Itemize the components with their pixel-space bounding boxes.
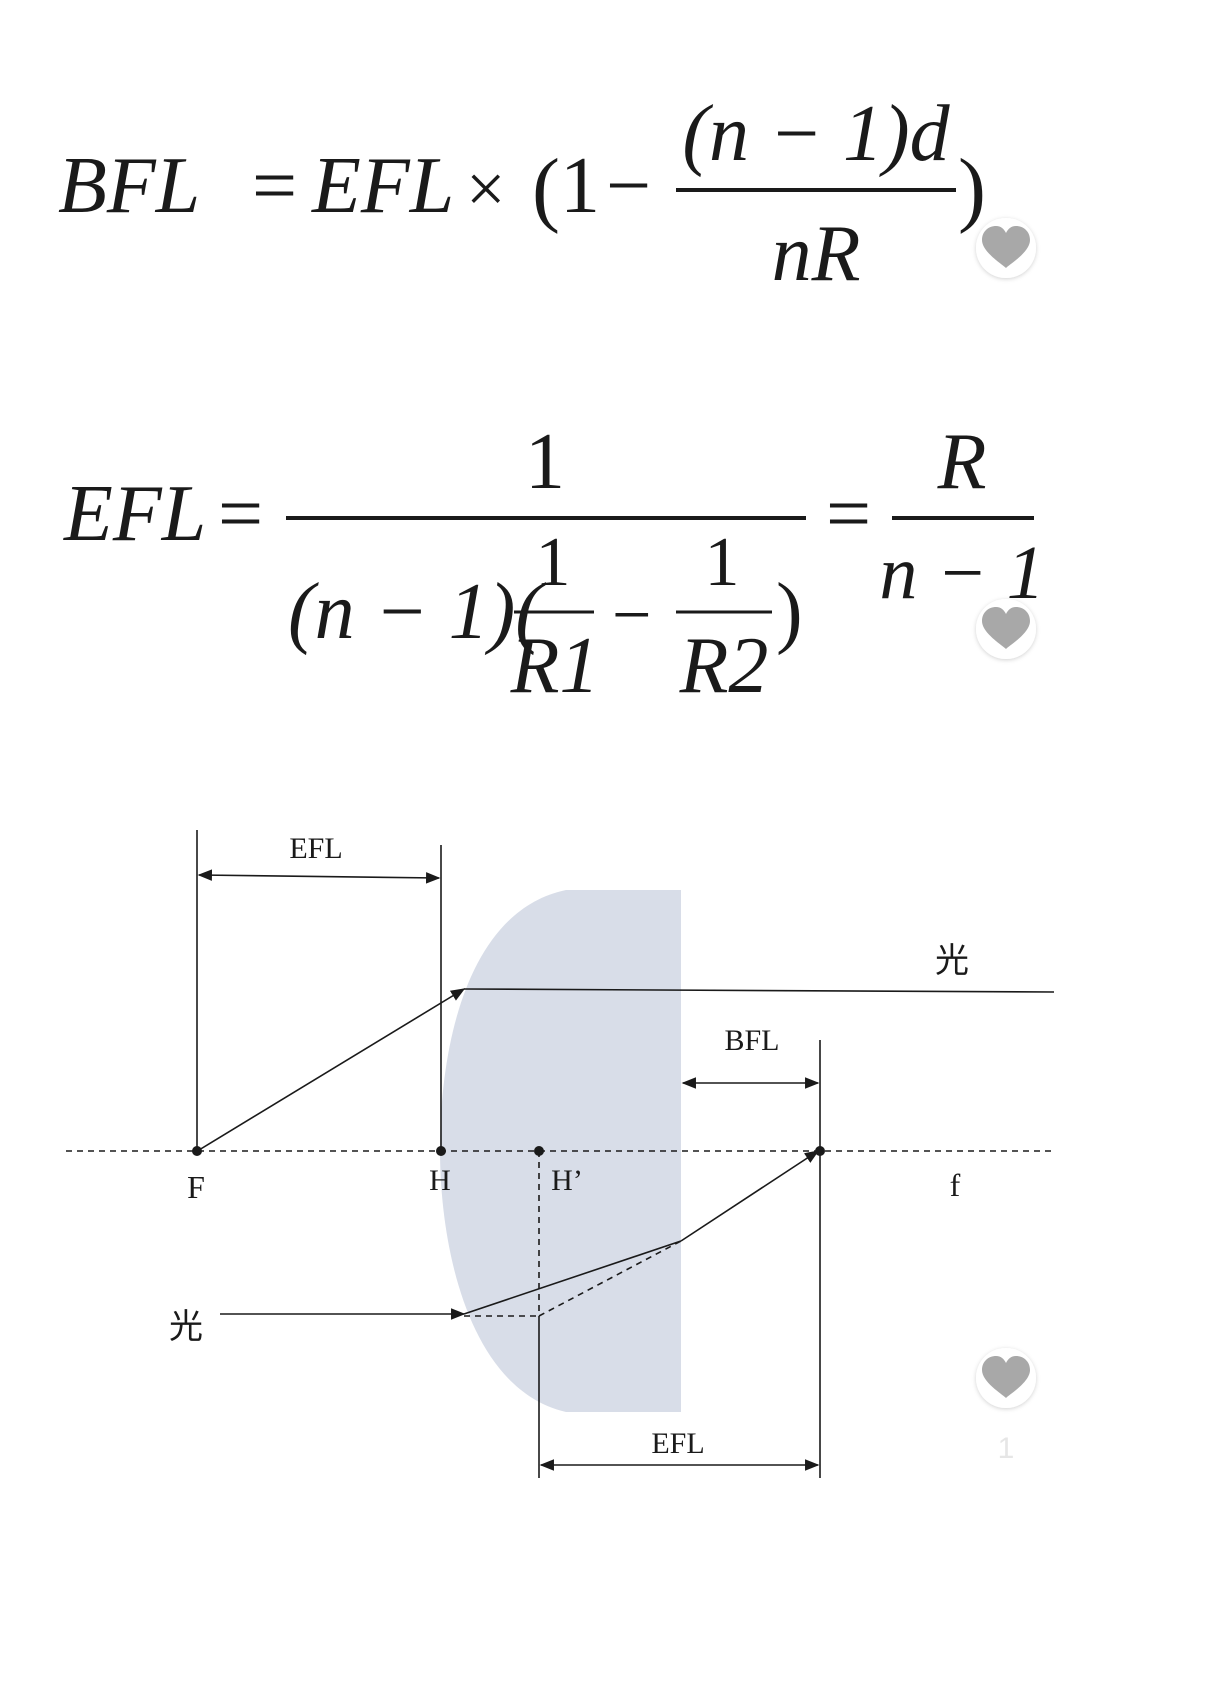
formula-efl-r1-denominator: R1 [510,622,600,710]
formula-bfl-times: × [466,151,505,228]
formula-efl-r2-denominator: R2 [679,622,769,710]
light-bottom-label: 光 [169,1308,203,1346]
point-H-label: H [429,1164,451,1197]
ray-top-collimated [463,988,1055,993]
formula-efl-denominator-prefix: (n − 1)( [288,568,546,656]
ray-bottom-exit [680,1150,820,1242]
like-button-2[interactable] [976,599,1036,659]
formula-efl-r2-numerator: 1 [705,524,740,601]
formula-bfl-close-paren: ) [958,142,986,235]
formula-efl-denominator-suffix: ) [776,568,803,656]
formula-bfl-numerator: (n − 1)d [682,90,950,178]
formula-bfl-open-paren: ( [532,142,560,235]
formula-efl-equals-2: = [826,470,871,558]
heart-icon [982,1356,1030,1398]
efl-top-label: EFL [289,832,342,865]
point-f-dot [815,1146,825,1156]
like-count-3: 1 [998,1432,1015,1465]
point-H-prime-dot [534,1146,544,1156]
ray-bottom-inside-lens [463,1240,682,1315]
formula-bfl-equals: = [252,142,297,230]
point-H-prime-label: H’ [551,1164,583,1197]
lens-diagram: EFL BFL EFL 光 光 F H H’ f [66,830,1055,1478]
bfl-label: BFL [724,1024,779,1057]
formula-efl-minus: − [612,577,651,654]
heart-icon [982,607,1030,649]
light-top-label: 光 [935,942,969,980]
formula-efl-rhs-denominator: n − 1 [879,531,1044,615]
ray-bottom-virtual [538,1240,682,1317]
heart-icon [982,226,1030,268]
formula-bfl-denominator: nR [772,210,861,298]
lens-body [440,890,681,1412]
formula-bfl-lhs: BFL [58,142,200,230]
formula-efl-equals: = [218,470,263,558]
efl-bottom-label: EFL [651,1427,704,1460]
formula-efl-lhs: EFL [63,470,206,558]
formula-bfl-efl: EFL [311,142,454,230]
point-F-label: F [187,1169,205,1205]
formula-efl-r1-numerator: 1 [536,524,571,601]
point-f-label: f [950,1167,961,1203]
point-F-dot [192,1146,202,1156]
like-button-1[interactable] [976,218,1036,278]
ray-top-incident [198,988,466,1151]
formula-efl-rhs-numerator: R [937,418,987,506]
formula-bfl-minus: − [606,142,651,230]
formula-bfl: BFL = EFL × ( 1 − (n − 1)d nR ) [58,90,986,298]
point-H-dot [436,1146,446,1156]
formula-efl: EFL = 1 (n − 1)( 1 R1 − 1 R2 ) = R n − 1 [63,418,1045,710]
formula-efl-numerator: 1 [525,418,565,506]
efl-top-dimension [197,869,441,884]
formula-bfl-one: 1 [560,142,600,230]
like-button-3[interactable] [976,1348,1036,1408]
